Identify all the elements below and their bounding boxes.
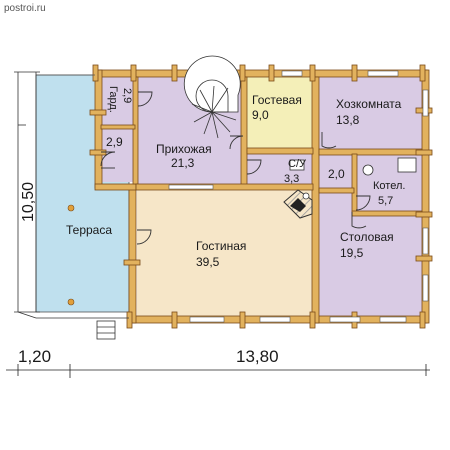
room-area-utility: 13,8 xyxy=(336,113,360,127)
door xyxy=(100,151,116,167)
window xyxy=(422,227,429,255)
door xyxy=(246,159,262,175)
door xyxy=(137,91,153,107)
garderob-fill xyxy=(101,77,135,125)
spiral-stair xyxy=(183,55,241,139)
wall-left-lower xyxy=(128,185,137,324)
room-name-utility: Хозкомната xyxy=(336,97,402,111)
post-icon xyxy=(67,298,75,306)
watermark: postroi.ru xyxy=(4,3,46,14)
entrance-steps xyxy=(96,320,116,340)
door xyxy=(229,135,244,150)
door xyxy=(355,195,371,211)
room-name-terrace: Терраса xyxy=(66,223,112,237)
dimension-main-width: 13,80 xyxy=(236,347,279,366)
room-area-guest: 9,0 xyxy=(252,108,269,122)
wall-utility-bottom xyxy=(318,148,423,156)
room-name-garderob: Гард. xyxy=(107,86,119,113)
wall-hall-guest xyxy=(240,76,248,188)
wall-corridor-bottom xyxy=(318,187,355,194)
room-area-corridor: 2,0 xyxy=(328,167,345,181)
corridor-fill xyxy=(318,154,354,190)
room-area-bath: 3,3 xyxy=(284,173,299,185)
door xyxy=(351,212,367,229)
room-area-hall: 21,3 xyxy=(171,156,195,170)
log-ends xyxy=(89,64,433,329)
wall-hall-bottom xyxy=(94,183,137,191)
boiler-fixtures xyxy=(289,157,417,176)
living-fill xyxy=(137,189,314,316)
doors xyxy=(100,91,371,245)
guest-fill xyxy=(245,77,314,148)
utility-fill xyxy=(318,77,422,151)
window xyxy=(329,316,361,323)
room-name-hall: Прихожая xyxy=(156,142,212,156)
door xyxy=(321,132,337,149)
wall-guest-utility xyxy=(311,76,320,324)
window xyxy=(189,316,225,323)
window xyxy=(259,316,291,323)
window xyxy=(281,70,303,77)
window xyxy=(367,70,399,77)
window xyxy=(422,89,429,117)
dimension-height: 10,50 xyxy=(20,182,37,222)
room-labels: Терраса Гард. 2,9 2,9 Прихожая 21,3 Гост… xyxy=(66,86,405,269)
wall-right xyxy=(421,69,430,324)
wall-boiler-bottom xyxy=(351,210,423,217)
window xyxy=(168,184,214,190)
wall-living-top xyxy=(135,183,314,191)
room-area-boiler: 5,7 xyxy=(378,195,393,207)
room-area-closet: 2,9 xyxy=(106,135,123,149)
dimension-lines xyxy=(6,364,430,378)
post-icon xyxy=(67,204,75,212)
room-name-living: Гостиная xyxy=(196,239,246,253)
window xyxy=(379,316,407,323)
terrace-details xyxy=(14,71,129,319)
wall-garderob-split xyxy=(100,124,136,130)
room-name-dining: Столовая xyxy=(340,230,394,244)
room-area-garderob: 2,9 xyxy=(121,88,133,103)
wall-corridor-right xyxy=(351,153,358,215)
window xyxy=(422,274,429,302)
wall-guest-bottom xyxy=(246,147,314,155)
door xyxy=(136,229,152,245)
fireplace xyxy=(283,189,313,219)
room-name-bath: С/У xyxy=(288,158,307,170)
dimension-left-width: 1,20 xyxy=(18,347,51,366)
room-area-living: 39,5 xyxy=(196,255,220,269)
room-area-dining: 19,5 xyxy=(340,246,364,260)
room-name-guest: Гостевая xyxy=(252,93,302,107)
room-name-boiler: Котел. xyxy=(373,180,405,192)
